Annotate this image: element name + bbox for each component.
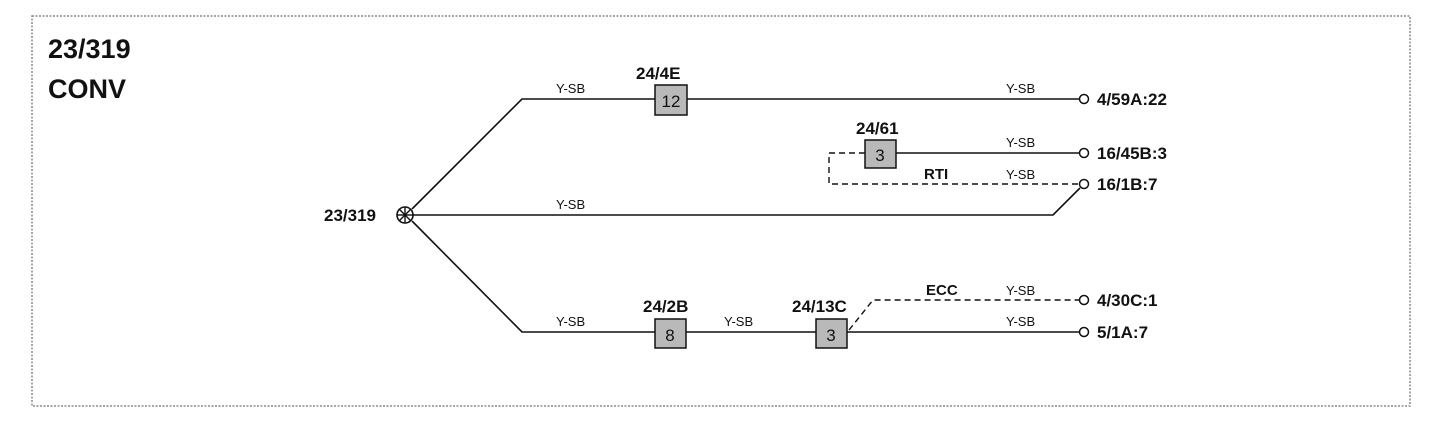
- connector-pin: 3: [826, 326, 835, 345]
- connector-24-4e: [654, 84, 688, 116]
- wire-label: Y-SB: [556, 197, 585, 212]
- terminal-circle: [1078, 93, 1090, 105]
- connector-label-24-61: 24/61: [856, 119, 899, 138]
- terminal-label-16-45b-3: 16/45B:3: [1097, 144, 1167, 163]
- connector-pin: 12: [662, 92, 681, 111]
- connector-24-13c: [815, 318, 848, 349]
- diagram-frame: [31, 15, 1411, 407]
- terminal-label-4-59a-22: 4/59A:22: [1097, 90, 1167, 109]
- splice-point: [396, 206, 414, 224]
- connector-pin: 8: [665, 326, 674, 345]
- connector-label-24-13c: 24/13C: [792, 297, 847, 316]
- terminal-label-16-1b-7: 16/1B:7: [1097, 175, 1157, 194]
- terminal-circle: [1078, 326, 1090, 338]
- system-label-rti: RTI: [924, 166, 948, 183]
- terminal-label-5-1a-7: 5/1A:7: [1097, 323, 1148, 342]
- connector-label-24-2b: 24/2B: [643, 297, 688, 316]
- connector-label-24-4e: 24/4E: [636, 64, 680, 83]
- wire-splice-to-24-2b: [411, 220, 655, 333]
- connector-24-61: [864, 139, 897, 169]
- wire-splice-to-16-1b: [413, 187, 1081, 216]
- diagram-title-code: 23/319: [48, 34, 131, 64]
- terminal-label-4-30c-1: 4/30C:1: [1097, 291, 1157, 310]
- diagram-title-name: CONV: [48, 74, 126, 104]
- wire-label: Y-SB: [1006, 314, 1035, 329]
- wire-label: Y-SB: [556, 314, 585, 329]
- connector-24-2b: [654, 318, 687, 349]
- splice-label: 23/319: [324, 206, 376, 225]
- terminal-circle: [1078, 178, 1090, 190]
- wire-label: Y-SB: [724, 314, 753, 329]
- wire-label: Y-SB: [1006, 283, 1035, 298]
- dashed-wire-ecc: [848, 299, 1079, 331]
- wire-splice-to-24-4e: [411, 98, 655, 210]
- wire-label: Y-SB: [1006, 167, 1035, 182]
- system-label-ecc: ECC: [926, 282, 958, 299]
- terminal-circle: [1078, 147, 1090, 159]
- connector-pin: 3: [875, 146, 884, 165]
- wire-label: Y-SB: [1006, 81, 1035, 96]
- wire-label: Y-SB: [556, 81, 585, 96]
- dashed-wire-rti: [828, 152, 1079, 185]
- wire-label: Y-SB: [1006, 135, 1035, 150]
- terminal-circle: [1078, 294, 1090, 306]
